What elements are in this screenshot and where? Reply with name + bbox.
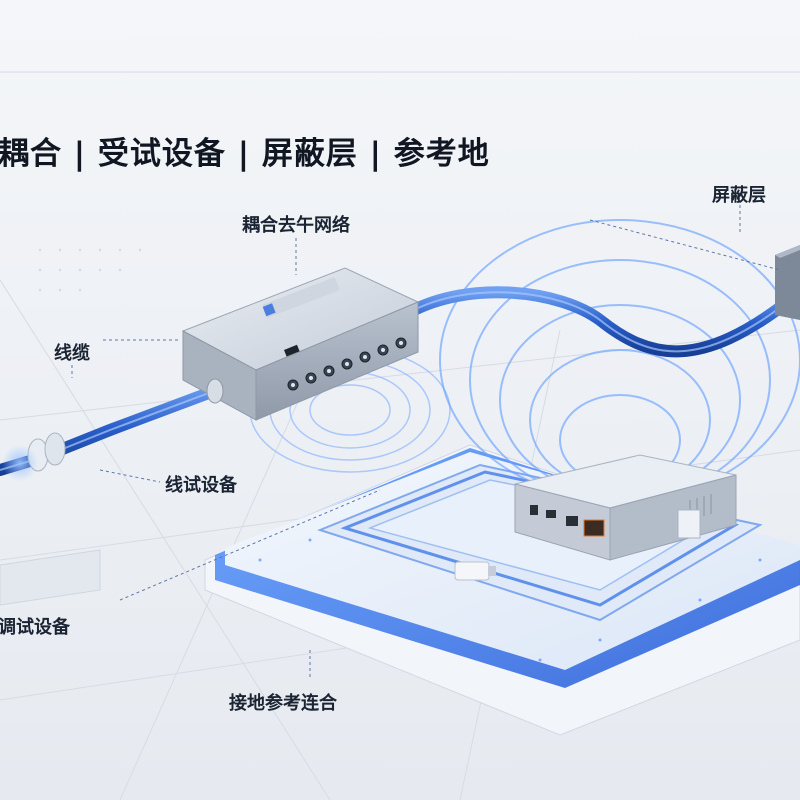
test-device xyxy=(514,454,737,561)
dot-pattern xyxy=(38,248,142,292)
label-ground-reference: 接地参考连合 xyxy=(229,693,337,714)
cable-left xyxy=(0,379,236,481)
label-shield: 屏蔽层 xyxy=(712,185,766,206)
label-tuning-device: 调试设备 xyxy=(0,617,70,638)
tuning-device-panel xyxy=(0,549,101,606)
label-cable: 线缆 xyxy=(54,343,90,364)
leader-lines xyxy=(71,205,781,680)
shield-enclosure xyxy=(775,245,800,320)
diagram-title: 耦合 | 受试设备 | 屏蔽层 | 参考地 xyxy=(0,136,490,172)
label-coupling-network: 耦合去午网络 xyxy=(242,215,350,236)
cable-right xyxy=(404,286,796,358)
coupling-network-box xyxy=(181,267,420,421)
label-test-device: 线试设备 xyxy=(165,475,237,496)
cable-ferrite xyxy=(27,432,66,472)
